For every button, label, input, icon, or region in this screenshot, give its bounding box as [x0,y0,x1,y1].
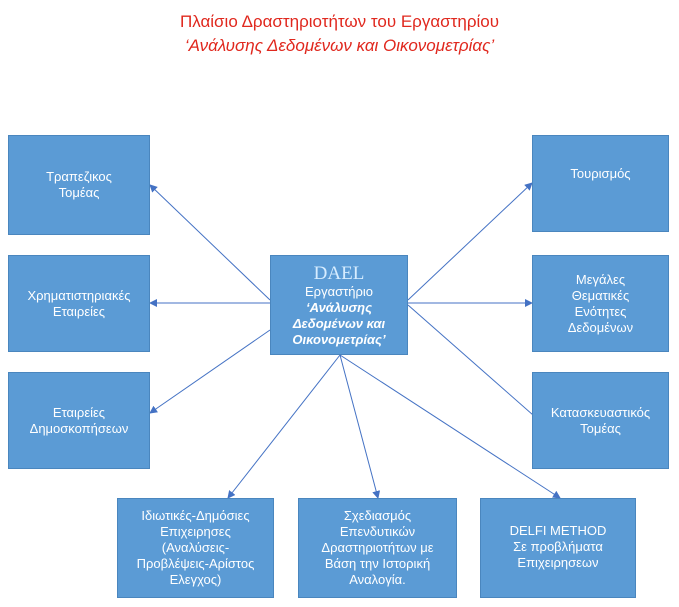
diagram-title-line1: Πλαίσιο Δραστηριοτήτων του Εργαστηρίου [179,12,500,31]
dael-label: DAEL [313,262,365,284]
arrow-to-enterprises [227,354,341,499]
arrow-to-polling [149,329,271,414]
box-stock-companies: Χρηματιστηριακές Εταιρείες [8,255,150,352]
box-polling-companies: Εταιρείες Δημοσκοπήσεων [8,372,150,469]
box-text-line: Επιχειρησες [160,524,231,539]
box-text-line: Μεγάλες [575,271,626,287]
box-text-line: Δραστηριοτήτων με [321,540,434,555]
box-text-line: Χρηματιστηριακές [27,287,131,303]
box-public-private-enterprises: Ιδιωτικές-Δημόσιες Επιχειρησες (Αναλύσει… [117,498,274,598]
box-text-line: Επενδυτικών [339,524,416,539]
box-big-data: Μεγάλες Θεματικές Ενότητες Δεδομένων [532,255,669,352]
box-text-line: Τομέας [580,420,621,436]
box-text-line: Βάση την Ιστορική [324,556,431,571]
box-text-line: Σχεδιασμός [343,508,412,523]
box-text-line: Ενότητες [574,303,627,319]
arrow-to-banking [149,184,271,301]
box-text-line: Τουρισμός [570,166,631,181]
arrow-to-delfi [339,354,561,499]
diagram-title-line2: ‘Ανάλυσης Δεδομένων και Οικονομετρίας’ [184,36,495,55]
box-text-line: DELFI METHOD [509,523,607,538]
box-tourism: Τουρισμός [532,135,669,232]
box-text-line: Τραπεζικος [46,169,112,184]
box-text-line: Εταιρείες [52,404,106,420]
arrow-to-investment [339,354,381,499]
box-text-line: Επιχειρησεων [517,555,599,570]
box-text-line: Τομέας [58,185,100,200]
box-text-line: Αναλογία. [349,572,406,587]
box-text-line: Σε προβλήματα [513,539,603,554]
box-text-line: Κατασκευαστικός [550,404,651,420]
center-line-1: Εργαστήριο [305,283,373,299]
box-text-line: Ελεγχος) [169,572,222,587]
arrow-to-tourism [407,182,533,301]
box-investment-planning: Σχεδιασμός Επενδυτικών Δραστηριοτήτων με… [298,498,457,598]
center-line-3: Δεδομένων και [292,315,386,331]
box-text-line: Δημοσκοπήσεων [29,420,129,436]
box-construction-sector: Κατασκευαστικός Τομέας [532,372,669,469]
box-text-line: Δεδομένων [567,319,634,335]
box-text-line: Θεματικές [571,287,630,303]
center-box-dael: DAEL Εργαστήριο ‘Ανάλυσης Δεδομένων και … [270,255,408,355]
box-text-line: (Αναλύσεις- [161,540,230,555]
box-banking-sector: Τραπεζικος Τομέας [8,135,150,235]
box-text-line: Ιδιωτικές-Δημόσιες [141,508,250,523]
box-text-line: Εταιρείες [52,303,106,319]
box-delfi-method: DELFI METHOD Σε προβλήματα Επιχειρησεων [480,498,636,598]
center-line-4: Οικονομετρίας’ [292,331,386,347]
box-text-line: Προβλέψεις-Αρίστος [136,556,255,571]
center-line-2: ‘Ανάλυσης [305,299,373,315]
